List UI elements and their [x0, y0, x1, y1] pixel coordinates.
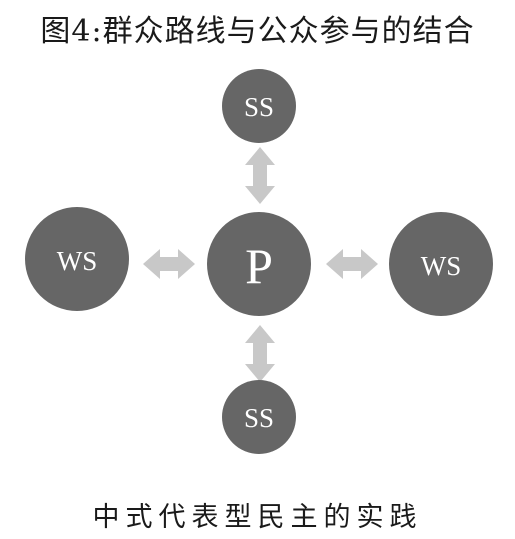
arrow-center-right	[326, 249, 378, 279]
node-left: WS	[25, 207, 129, 311]
node-right-label: WS	[421, 251, 462, 281]
node-left-label: WS	[57, 246, 98, 276]
node-bottom-label: SS	[244, 403, 274, 433]
arrow-center-bottom	[245, 325, 275, 382]
node-center: P	[207, 212, 311, 316]
arrow-center-left	[143, 249, 195, 279]
node-right: WS	[389, 212, 493, 316]
node-top: SS	[222, 69, 296, 143]
node-center-label: P	[245, 238, 273, 294]
node-bottom: SS	[222, 380, 296, 454]
arrow-center-top	[245, 147, 275, 204]
diagram-caption: 中式代表型民主的实践	[92, 502, 423, 533]
page-title: 图4:群众路线与公众参与的结合	[40, 14, 475, 49]
node-top-label: SS	[244, 92, 274, 122]
